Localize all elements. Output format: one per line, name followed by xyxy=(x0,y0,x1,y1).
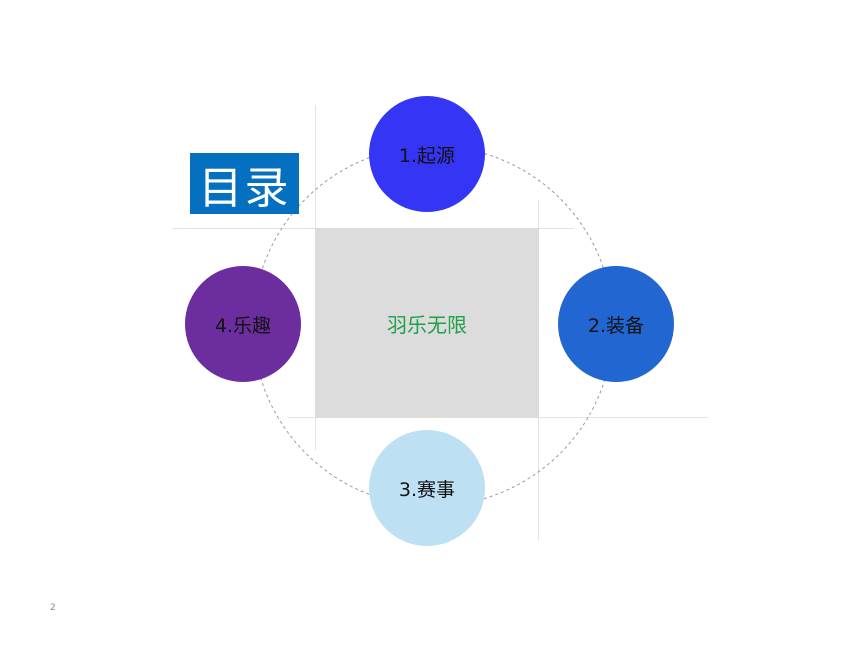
center-topic-box: 羽乐无限 xyxy=(315,228,539,418)
page-number: 2 xyxy=(50,603,56,613)
node-fun[interactable]: 4.乐趣 xyxy=(185,266,301,382)
toc-title: 目录 xyxy=(190,153,299,214)
node-origin[interactable]: 1.起源 xyxy=(369,96,485,212)
node-equipment-label: 2.装备 xyxy=(587,314,645,337)
center-topic-label: 羽乐无限 xyxy=(387,312,467,337)
node-equipment[interactable]: 2.装备 xyxy=(558,266,674,382)
node-competition[interactable]: 3.赛事 xyxy=(369,430,485,546)
node-origin-label: 1.起源 xyxy=(398,144,456,167)
node-competition-label: 3.赛事 xyxy=(398,478,456,501)
node-fun-label: 4.乐趣 xyxy=(214,314,272,337)
